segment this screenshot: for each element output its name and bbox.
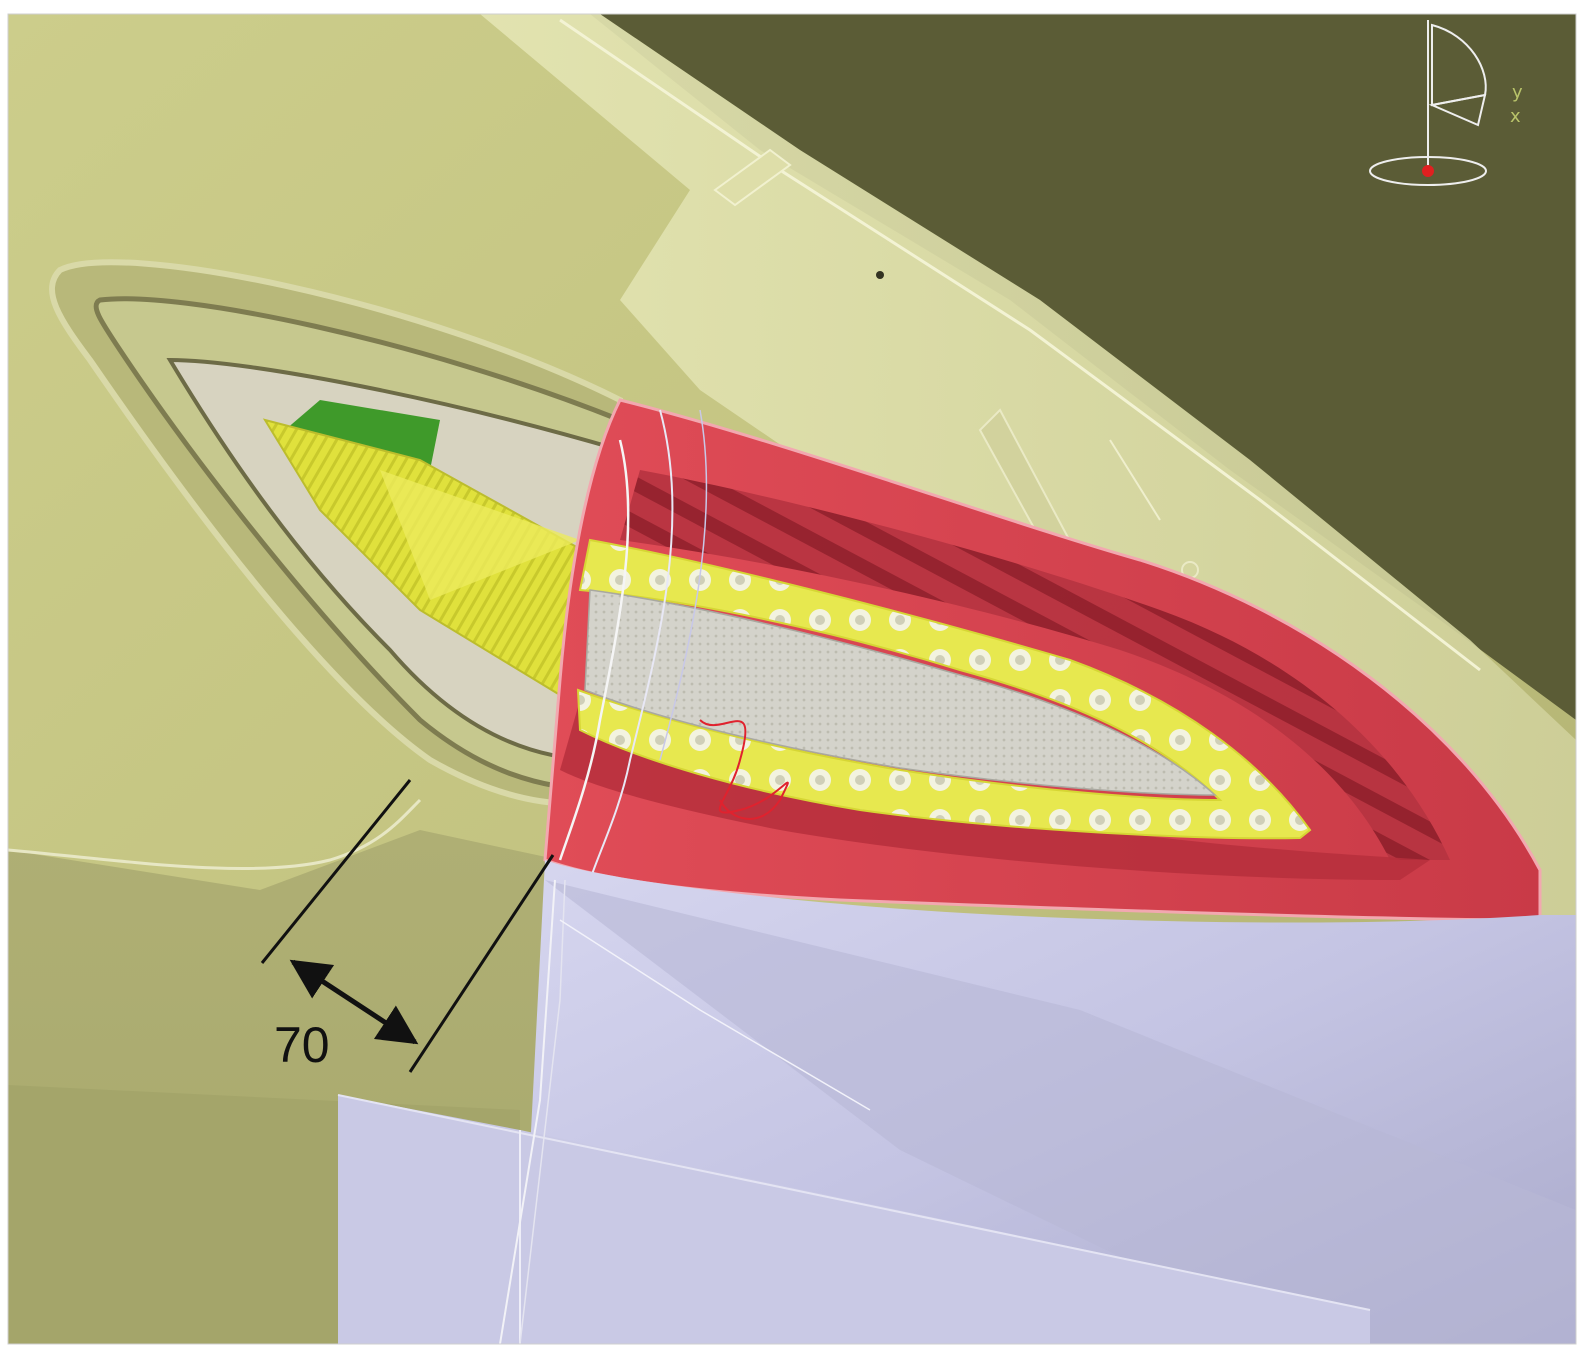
compass-origin-dot <box>1422 165 1434 177</box>
projection-plane-edge <box>337 1094 1371 1311</box>
lens-edge-line <box>558 439 630 861</box>
compass-y-label: y <box>1512 82 1523 103</box>
lens-edge-line-2 <box>589 409 674 881</box>
projection-plane <box>338 1095 1370 1344</box>
section-line-3 <box>559 919 871 1111</box>
dimension-annotation[interactable]: 70 <box>260 779 555 1073</box>
compass-arc-bottom <box>1428 93 1487 127</box>
pillar-hole-detail <box>876 271 884 279</box>
section-line-2 <box>519 879 566 1345</box>
compass-x-label: x <box>1510 106 1521 127</box>
bumper-shading <box>545 880 1576 1344</box>
lens-edge-line-3 <box>659 409 708 761</box>
red-section-curve <box>699 719 789 820</box>
dimension-extension-line-left <box>260 779 412 964</box>
tail-lamp-lower-band <box>560 700 1430 880</box>
body-crease-line <box>7 798 422 871</box>
tail-lamp-ribbed-band <box>620 470 1450 860</box>
dimension-extension-line-right <box>408 854 555 1073</box>
pillar-ridge-line <box>559 18 1481 672</box>
pillar-detail-line <box>1109 439 1161 521</box>
dimension-value-label: 70 <box>274 1017 330 1073</box>
inner-lamp-fin <box>380 470 580 600</box>
viewport-border <box>7 13 1577 1345</box>
pillar-step <box>713 148 792 207</box>
section-line-1 <box>499 879 556 1345</box>
compass-icon[interactable]: y x <box>1369 20 1523 186</box>
dimension-arrow-line <box>289 959 419 1045</box>
lamp-reflector-surface <box>584 589 1217 796</box>
